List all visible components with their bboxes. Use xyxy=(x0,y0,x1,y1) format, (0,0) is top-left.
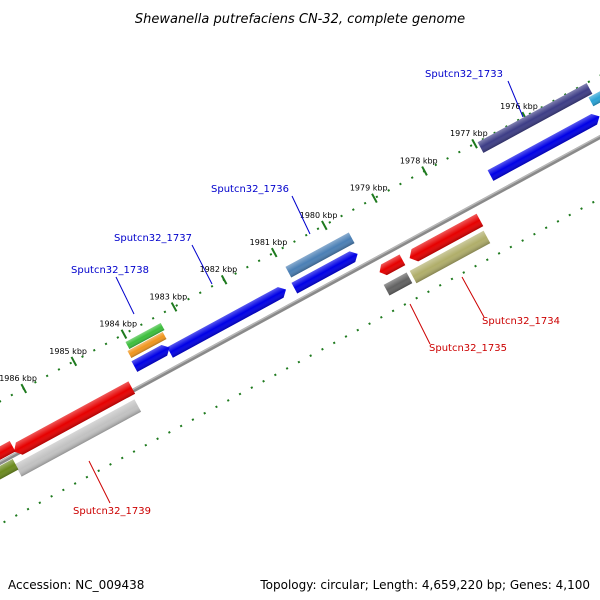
kbp-tick-mark xyxy=(170,302,178,312)
kbp-tick-label: 1981 kbp xyxy=(250,238,288,247)
gene-sputcn32-1739-feature[interactable] xyxy=(14,399,142,477)
kbp-tick-mark xyxy=(471,138,478,149)
gene-sputcn32-1733[interactable] xyxy=(477,83,593,153)
kbp-tick-mark xyxy=(371,193,378,204)
kbp-tick-mark xyxy=(20,383,28,394)
label-sputcn32-1736: Sputcn32_1736 xyxy=(211,184,289,195)
label-sputcn32-1738: Sputcn32_1738 xyxy=(71,265,149,276)
kbp-tick-label: 1984 kbp xyxy=(99,320,137,329)
genome-summary-text: Topology: circular; Length: 4,659,220 bp… xyxy=(260,578,590,592)
label-sputcn32-1733: Sputcn32_1733 xyxy=(425,69,503,80)
inner-tick-ring xyxy=(0,165,600,530)
label-sputcn32-1735: Sputcn32_1735 xyxy=(429,343,507,354)
kbp-tick-label: 1982 kbp xyxy=(200,265,238,274)
gene-sputcn32-1737-cds[interactable] xyxy=(167,284,289,358)
kbp-tick-label: 1979 kbp xyxy=(350,184,388,193)
kbp-tick-label: 1978 kbp xyxy=(400,156,438,165)
gene-edge-cyan[interactable] xyxy=(588,89,600,107)
kbp-tick-label: 1977 kbp xyxy=(450,129,488,138)
gene-edge-red[interactable] xyxy=(0,441,16,463)
label-leaders xyxy=(88,80,524,504)
gene-sputcn32-1735[interactable] xyxy=(377,254,406,278)
gene-edge-olive[interactable] xyxy=(0,459,19,481)
gene-sputcn32-1739[interactable] xyxy=(11,381,136,457)
kbp-tick-label: 1980 kbp xyxy=(300,211,338,220)
gene-sputcn32-1736[interactable] xyxy=(285,232,355,278)
gene-sputcn32-1736-cds[interactable] xyxy=(291,249,360,294)
kbp-tick-mark xyxy=(70,356,78,367)
gene-sputcn32-1738[interactable] xyxy=(125,322,165,350)
label-sputcn32-1737: Sputcn32_1737 xyxy=(114,233,192,244)
kbp-tick-mark xyxy=(270,247,278,258)
map-title: Shewanella putrefaciens CN-32, complete … xyxy=(135,12,465,27)
kbp-tick-mark xyxy=(220,274,228,285)
kbp-tick-label: 1986 kbp xyxy=(0,374,37,383)
kbp-tick-mark xyxy=(421,166,428,176)
label-sputcn32-1739: Sputcn32_1739 xyxy=(73,506,151,517)
gene-sputcn32-1738-orange[interactable] xyxy=(127,331,167,359)
kbp-tick-mark xyxy=(120,329,128,340)
gene-sputcn32-1734[interactable] xyxy=(406,213,484,264)
kbp-tick-label: 1983 kbp xyxy=(149,292,187,301)
gene-sputcn32-1734-feature[interactable] xyxy=(409,230,491,284)
accession-text: Accession: NC_009438 xyxy=(8,578,145,592)
gene-sputcn32-1735-feature[interactable] xyxy=(383,272,413,296)
gene-sputcn32-1733-cds[interactable] xyxy=(487,111,600,181)
label-sputcn32-1734: Sputcn32_1734 xyxy=(482,316,560,327)
kbp-tick-label: 1985 kbp xyxy=(49,347,87,356)
kbp-tick-mark xyxy=(321,220,328,231)
gene-sputcn32-1738-cds[interactable] xyxy=(131,342,173,372)
